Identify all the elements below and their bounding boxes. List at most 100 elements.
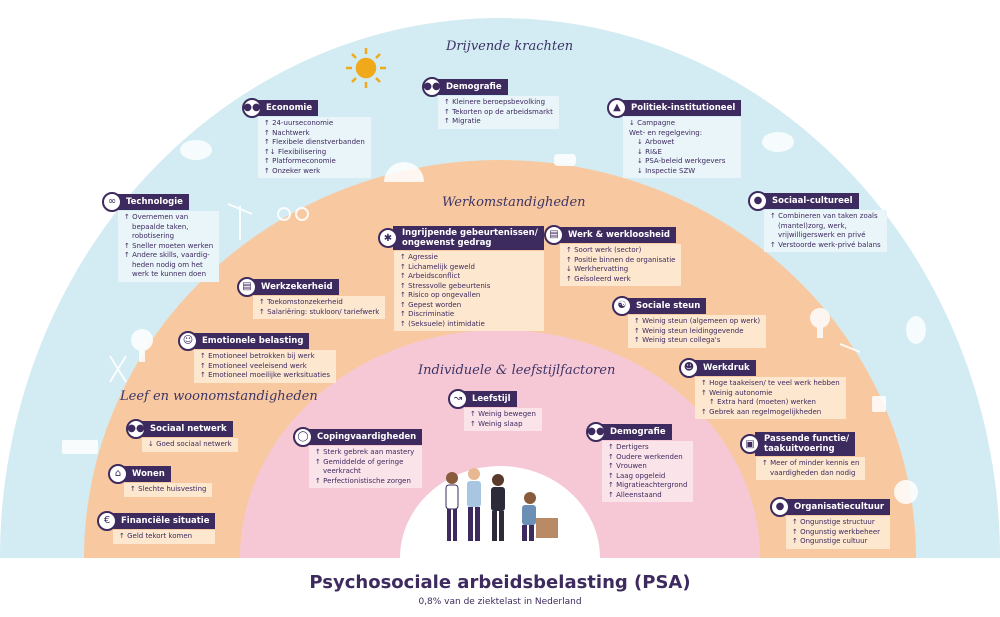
building-icon: ▲ <box>607 97 627 118</box>
people-icon: ● <box>748 190 768 211</box>
list-item: Salariëring: stukloon/ tariefwerk <box>259 308 379 318</box>
people-icon: ●● <box>126 418 146 439</box>
card-werkzekerheid: ▤Werkzekerheid Toekomstonzekerheid Salar… <box>237 276 386 319</box>
card-title: Economie <box>257 99 319 116</box>
screen-icon: ▣ <box>740 434 760 454</box>
list-item: Geld tekort komen <box>119 532 209 542</box>
card-title: Sociale steun <box>627 297 707 314</box>
list-item: Gebrek aan regelmogelijkheden <box>701 408 840 418</box>
list-item: Overnemen van <box>124 213 213 223</box>
card-passende-functie: ▣Passende functie/taakuitvoering Meer of… <box>740 432 866 480</box>
list-item: Stressvolle gebeurtenis <box>400 282 538 292</box>
workers-illustration <box>445 468 558 541</box>
list-item: Ongunstige structuur <box>792 518 884 528</box>
list-item: Perfectionistische zorgen <box>315 477 416 487</box>
list-item: Weinig bewegen <box>470 410 536 420</box>
document-icon: ▤ <box>237 276 257 297</box>
people-icon: ●● <box>586 421 606 442</box>
people-icon: ●● <box>422 76 442 97</box>
card-title: Politiek-institutioneel <box>622 99 742 116</box>
sun-icon <box>346 48 386 88</box>
card-werkdruk: ☻Werkdruk Hoge taakeisen/ te veel werk h… <box>679 357 846 419</box>
money-icon: € <box>97 510 117 531</box>
list-item: Alleenstaand <box>608 491 687 501</box>
list-item: RI&E <box>629 148 735 158</box>
list-item: Combineren van taken zoals <box>770 212 881 222</box>
list-item: Goed sociaal netwerk <box>148 440 232 450</box>
list-item: Flexibele dienstverbanden <box>264 138 365 148</box>
list-item: Emotioneel moeilijke werksituaties <box>200 371 330 381</box>
list-item: Campagne <box>629 119 735 129</box>
card-copingvaardigheden: ◯Copingvaardigheden Sterk gebrek aan mas… <box>293 426 423 488</box>
card-title: Technologie <box>117 193 189 210</box>
list-item: Verstoorde werk-privé balans <box>770 241 881 251</box>
card-sociale-steun: ☯Sociale steun Weinig steun (algemeen op… <box>612 295 767 348</box>
list-item: Lichamelijk geweld <box>400 263 538 273</box>
list-item: (mantel)zorg, werk, <box>778 221 847 230</box>
list-item: Dertigers <box>608 443 687 453</box>
list-item: Laag opgeleid <box>608 472 687 482</box>
list-item: Gepest worden <box>400 301 538 311</box>
tech-icon: ∞ <box>102 191 122 212</box>
card-title: Sociaal-cultureel <box>763 192 859 209</box>
list-item: Migratie <box>444 117 553 127</box>
card-ingrijpende-gebeurtenissen: ✱Ingrijpende gebeurtenissen/ongewenst ge… <box>378 226 544 331</box>
card-demografie-inner: ●●Demografie Dertigers Oudere werkenden … <box>586 421 694 502</box>
card-title: Werk & werkloosheid <box>559 226 676 243</box>
card-title: Passende functie/taakuitvoering <box>755 432 856 456</box>
list-item: Weinig steun leidinggevende <box>634 327 760 337</box>
list-item: Arbeidsconflict <box>400 272 538 282</box>
person-icon: ☺ <box>178 330 198 351</box>
people-icon: ●● <box>242 97 262 118</box>
list-item: veerkracht <box>323 467 361 475</box>
event-icon: ✱ <box>378 228 398 248</box>
list-item: Flexibilisering <box>264 148 365 158</box>
card-sociaal-cultureel: ●Sociaal-cultureel Combineren van taken … <box>748 190 887 252</box>
house-icon: ⌂ <box>108 463 128 484</box>
card-werk-werkloosheid: ▤Werk & werkloosheid Soort werk (sector)… <box>544 224 682 286</box>
card-financiele-situatie: €Financiële situatie Geld tekort komen <box>97 510 216 544</box>
list-item: Risico op ongevallen <box>400 291 538 301</box>
list-item: vrijwilligerswerk en privé <box>778 231 866 239</box>
list-item: Extra hard (moeten) werken <box>701 398 840 408</box>
card-technologie: ∞Technologie Overnemen van bepaalde take… <box>102 191 220 282</box>
runner-icon: ↝ <box>448 388 468 409</box>
list-item: Emotioneel veeleisend werk <box>200 362 330 372</box>
card-title: Emotionele belasting <box>193 332 310 349</box>
list-item: Hoge taakeisen/ te veel werk hebben <box>701 379 840 389</box>
card-demografie-top: ●●Demografie Kleinere beroepsbevolking T… <box>422 76 559 129</box>
card-title-line1: Ingrijpende gebeurtenissen/ <box>402 228 538 238</box>
card-economie: ●●Economie 24-uurseconomie Nachtwerk Fle… <box>242 97 371 178</box>
card-organisatiecultuur: ●Organisatiecultuur Ongunstige structuur… <box>770 496 891 549</box>
list-item: Oudere werkenden <box>608 453 687 463</box>
list-item: werk te kunnen doen <box>132 270 207 278</box>
document-icon: ▤ <box>544 224 564 245</box>
list-item: Weinig steun (algemeen op werk) <box>634 317 760 327</box>
layer-title-middle: Werkomstandigheden <box>442 195 586 210</box>
list-item: Andere skills, vaardig- <box>124 251 213 261</box>
list-item: Discriminatie <box>400 310 538 320</box>
list-item: Migratieachtergrond <box>608 481 687 491</box>
list-item: Werkhervatting <box>566 265 675 275</box>
list-item: Nachtwerk <box>264 129 365 139</box>
list-item: Platformeconomie <box>264 157 365 167</box>
list-item: Ongunstig werkbeheer <box>792 528 884 538</box>
list-item: (Seksuele) intimidatie <box>400 320 538 330</box>
list-item: heden nodig om het <box>132 260 203 269</box>
list-item: bepaalde taken, <box>132 222 189 231</box>
layer-title-outer: Drijvende krachten <box>446 39 574 54</box>
list-item: robotisering <box>132 232 175 240</box>
card-sociaal-netwerk: ●●Sociaal netwerk Goed sociaal netwerk <box>126 418 238 452</box>
strength-icon: ◯ <box>293 426 313 447</box>
list-item: Weinig autonomie <box>701 389 840 399</box>
list-item: Slechte huisvesting <box>130 485 206 495</box>
list-item: 24-uurseconomie <box>264 119 365 129</box>
list-item: Vrouwen <box>608 462 687 472</box>
card-title: Leefstijl <box>463 390 517 407</box>
list-item: Positie binnen de organisatie <box>566 256 675 266</box>
list-item: Sterk gebrek aan mastery <box>315 448 416 458</box>
page-subtitle: 0,8% van de ziektelast in Nederland <box>418 597 582 607</box>
layer-title-inner: Individuele & leefstijlfactoren <box>418 363 616 378</box>
card-emotionele-belasting: ☺Emotionele belasting Emotioneel betrokk… <box>178 330 337 383</box>
list-item: vaardigheden dan nodig <box>770 468 856 477</box>
